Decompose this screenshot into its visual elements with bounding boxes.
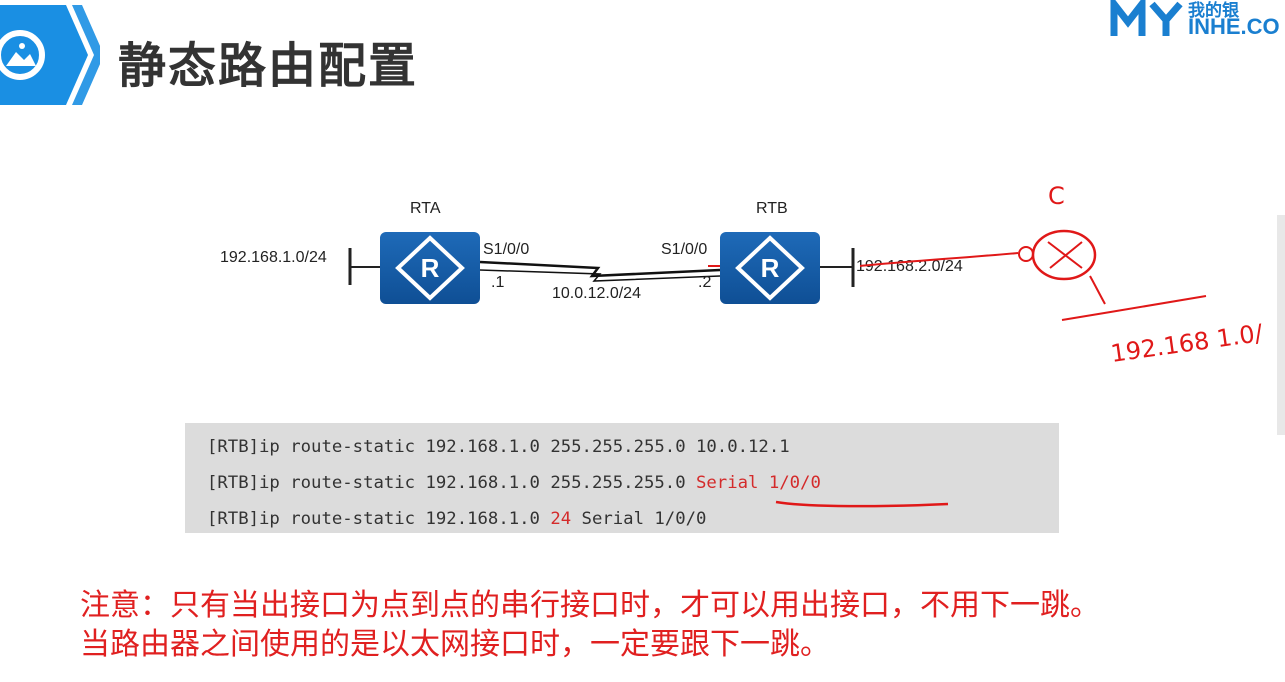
serial-link xyxy=(479,260,721,278)
rtb-ip-suffix: .2 xyxy=(698,274,712,291)
pen-link-to-c xyxy=(859,252,1019,267)
router-icon-letter: R xyxy=(761,253,780,283)
code-line-1: [RTB]ip route-static 192.168.1.0 255.255… xyxy=(207,437,790,457)
logo-bottom-text: INHE.CO xyxy=(1188,14,1280,39)
note-line-1: 注意：只有当出接口为点到点的串行接口时，才可以用出接口，不用下一跳。 xyxy=(80,588,1100,623)
pen-router-c-cross xyxy=(1047,241,1083,269)
rta-interface-label: S1/0/0 xyxy=(483,241,530,258)
pen-interface-circle xyxy=(1018,246,1034,262)
rtb-label: RTB xyxy=(756,200,788,217)
page-title: 静态路由配置 xyxy=(118,38,419,94)
picture-icon xyxy=(0,30,45,80)
serial-link-shadow xyxy=(479,269,721,282)
code-line-3-prefix: [RTB]ip route-static 192.168.1.0 xyxy=(207,509,551,529)
rta-label: RTA xyxy=(410,200,441,217)
header-badge xyxy=(0,5,100,105)
note-line-2: 当路由器之间使用的是以太网接口时，一定要跟下一跳。 xyxy=(80,627,830,662)
code-line-2-highlight: Serial 1/0/0 xyxy=(696,473,821,493)
code-line-3-suffix: Serial 1/0/0 xyxy=(571,509,707,529)
code-line-3-highlight: 24 xyxy=(550,509,572,529)
router-rta[interactable]: R xyxy=(380,232,480,304)
link-network-label: 10.0.12.0/24 xyxy=(552,285,641,302)
code-line-3: [RTB]ip route-static 192.168.1.0 24 Seri… xyxy=(207,509,706,529)
pen-network-line xyxy=(1061,295,1207,321)
router-rtb[interactable]: R xyxy=(720,232,820,304)
router-icon-letter: R xyxy=(421,253,440,283)
pen-letter-c: C xyxy=(1048,182,1065,210)
logo-mark xyxy=(1110,0,1183,36)
config-code-box: [RTB]ip route-static 192.168.1.0 255.255… xyxy=(185,423,1059,533)
rta-ip-suffix: .1 xyxy=(491,274,505,291)
pen-router-c-tail xyxy=(1089,275,1106,305)
code-line-2-prefix: [RTB]ip route-static 192.168.1.0 255.255… xyxy=(207,473,696,493)
right-network-label: 192.168.2.0/24 xyxy=(856,258,963,275)
serial-underline xyxy=(775,500,949,508)
router-icon: R xyxy=(735,235,805,301)
code-line-2: [RTB]ip route-static 192.168.1.0 255.255… xyxy=(207,473,821,493)
pen-router-c xyxy=(1031,229,1097,281)
scrollbar[interactable] xyxy=(1277,215,1285,435)
router-icon: R xyxy=(395,235,465,301)
logo-top-text: 我的银 xyxy=(1188,1,1239,21)
rtb-interface-label: S1/0/0 xyxy=(661,241,708,258)
pen-route-text: 192.168 1.0/ xyxy=(1109,319,1265,368)
left-network-label: 192.168.1.0/24 xyxy=(220,249,327,266)
